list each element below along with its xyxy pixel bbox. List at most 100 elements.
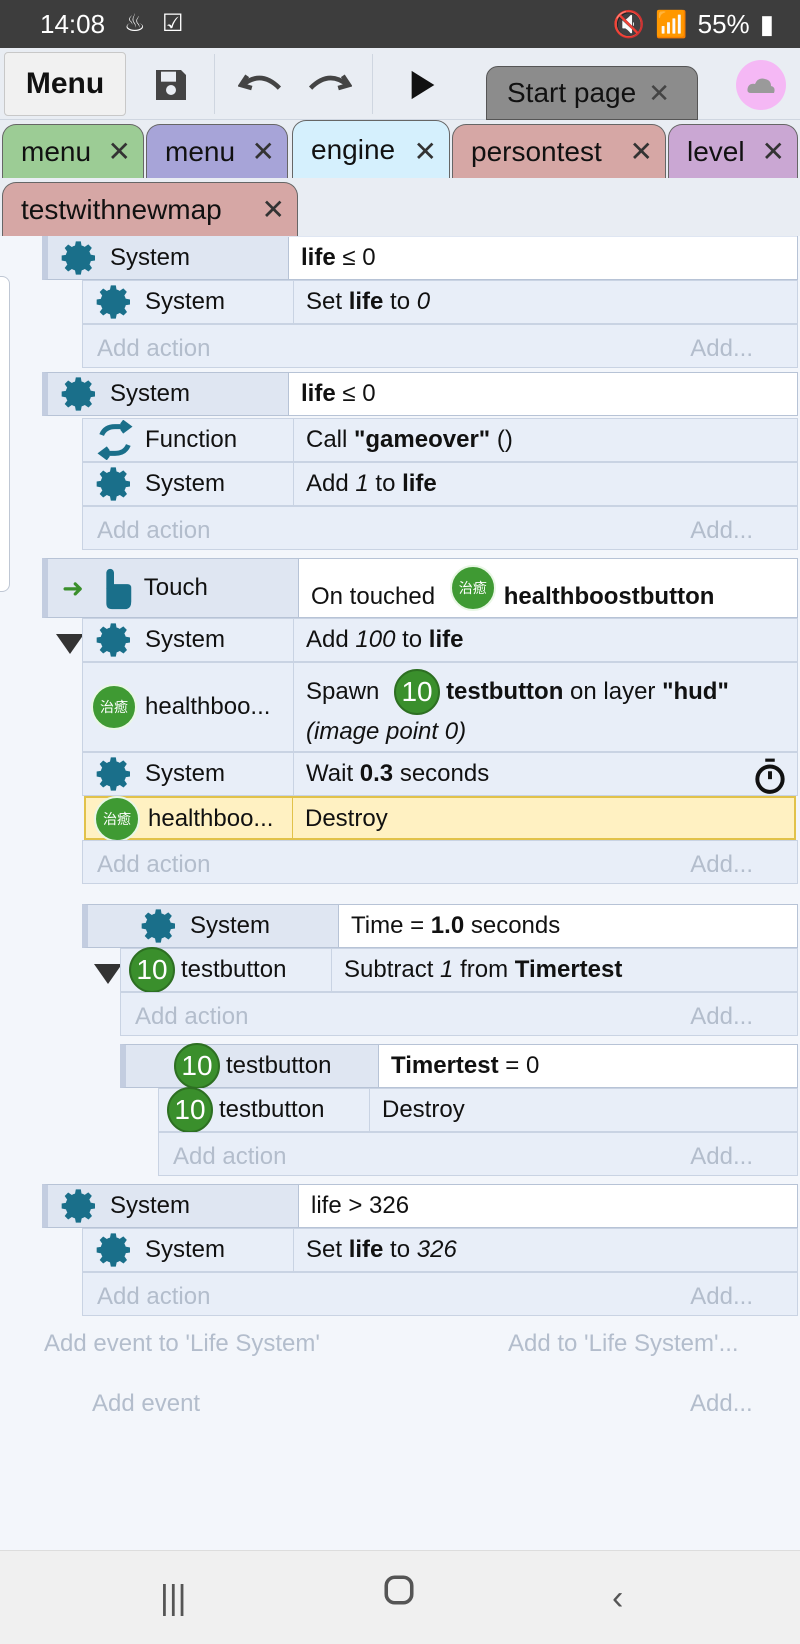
testbutton-sprite-icon: 10 (167, 1087, 213, 1133)
condition-text[interactable]: Time = 1.0 seconds (338, 905, 797, 947)
close-icon[interactable]: ✕ (413, 136, 437, 167)
subevent-condition[interactable]: 10 testbutton Timertest = 0 (120, 1043, 798, 1089)
action-text[interactable]: Add 1 to life (293, 463, 797, 505)
condition-object: System (48, 237, 288, 279)
toolbar: Menu Start page ✕ (0, 48, 800, 120)
play-icon[interactable] (396, 58, 450, 112)
system-gear-icon (61, 1189, 95, 1223)
event-action[interactable]: System Set life to 0 (82, 280, 798, 324)
testbutton-sprite-icon: 10 (174, 1043, 220, 1089)
testbutton-sprite-icon: 10 (129, 947, 175, 993)
download-check-icon: ☑ (162, 10, 184, 37)
home-icon[interactable] (382, 1573, 416, 1616)
healthboost-sprite-icon: 治癒 (91, 684, 137, 730)
condition-text[interactable]: life > 326 (298, 1185, 797, 1227)
tab-label: persontest (471, 135, 602, 167)
event-action[interactable]: System Wait 0.3 seconds (82, 752, 798, 796)
wifi-icon: 📶 (655, 9, 688, 39)
add-more-link[interactable]: Add... (690, 1390, 753, 1417)
subevent-condition[interactable]: System Time = 1.0 seconds (82, 904, 798, 948)
action-text[interactable]: Wait 0.3 seconds (293, 753, 797, 795)
timer-icon (755, 758, 785, 794)
tab-engine[interactable]: engine ✕ (292, 120, 450, 178)
close-icon[interactable]: ✕ (629, 136, 653, 167)
tab-start-page[interactable]: Start page ✕ (486, 66, 698, 120)
mute-icon: 🔇 (612, 9, 646, 39)
tab-persontest[interactable]: persontest ✕ (452, 124, 666, 178)
trigger-arrow-icon: ➜ (62, 572, 84, 603)
close-icon[interactable]: ✕ (648, 77, 670, 108)
event-action[interactable]: Function Call "gameover" () (82, 418, 798, 462)
collapse-triangle-icon[interactable] (94, 964, 122, 984)
add-to-group-link[interactable]: Add to 'Life System'... (508, 1330, 739, 1357)
document-tabs-row-2: testwithnewmap ✕ (0, 178, 800, 236)
add-event-link[interactable]: Add event (92, 1390, 201, 1417)
condition-text[interactable]: life ≤ 0 (288, 373, 797, 415)
system-gear-icon (96, 285, 130, 319)
action-text[interactable]: Call "gameover" () (293, 419, 797, 461)
system-gear-icon (61, 241, 95, 275)
redo-icon[interactable] (302, 58, 356, 112)
event-action[interactable]: System Add 1 to life (82, 462, 798, 506)
collapse-triangle-icon[interactable] (56, 634, 84, 654)
event-condition[interactable]: System life ≤ 0 (42, 236, 798, 280)
subevent-action[interactable]: 10 testbutton Destroy (158, 1087, 798, 1133)
system-gear-icon (96, 623, 130, 657)
event-action[interactable]: System Set life to 326 (82, 1228, 798, 1272)
event-condition[interactable]: System life ≤ 0 (42, 372, 798, 416)
close-icon[interactable]: ✕ (251, 136, 275, 167)
battery-icon: ▮ (759, 9, 774, 39)
action-text[interactable]: Add 100 to life (293, 619, 797, 661)
condition-text[interactable]: On touched 治癒 healthboostbutton (298, 559, 797, 617)
condition-text[interactable]: Timertest = 0 (378, 1045, 797, 1087)
cloud-icon[interactable] (736, 60, 786, 110)
close-icon[interactable]: ✕ (107, 136, 131, 167)
event-sheet[interactable]: System life ≤ 0 System Set life to 0 Add… (0, 236, 800, 1550)
close-icon[interactable]: ✕ (261, 194, 285, 225)
condition-text[interactable]: life ≤ 0 (288, 237, 797, 279)
back-icon[interactable]: ‹ (612, 1579, 624, 1617)
system-gear-icon (141, 909, 175, 943)
save-icon[interactable] (144, 58, 198, 112)
recent-apps-icon[interactable]: ||| (160, 1579, 187, 1617)
event-action-selected[interactable]: 治癒 healthboo... Destroy (84, 796, 796, 842)
add-event-to-group-link[interactable]: Add event to 'Life System' (44, 1330, 320, 1357)
sidebar-handle[interactable] (0, 276, 10, 592)
undo-icon[interactable] (234, 58, 288, 112)
tab-level[interactable]: level✕ (668, 124, 798, 178)
subevent-action[interactable]: 10 testbutton Subtract 1 from Timertest (120, 947, 798, 993)
tab-menu-2[interactable]: menu ✕ (146, 124, 288, 178)
status-time: 14:08 (40, 9, 106, 39)
event-condition-touch[interactable]: ➜ Touch On touched 治癒 healthboostbutton (42, 558, 798, 618)
event-action[interactable]: 治癒 healthboo... Spawn 10 testbutton on l… (82, 662, 798, 752)
action-text[interactable]: Destroy (292, 798, 794, 840)
healthboost-sprite-icon: 治癒 (94, 796, 140, 842)
event-action[interactable]: System Add 100 to life (82, 618, 798, 662)
healthboost-sprite-icon: 治癒 (449, 565, 496, 611)
action-text[interactable]: Set life to 326 (293, 1229, 797, 1271)
menu-button[interactable]: Menu (4, 52, 126, 116)
event-condition[interactable]: System life > 326 (42, 1184, 798, 1228)
touch-icon (106, 568, 132, 610)
tab-testwithnewmap[interactable]: testwithnewmap ✕ (2, 182, 298, 236)
system-gear-icon (96, 467, 130, 501)
tab-label: menu (165, 135, 236, 167)
tab-label: engine (311, 133, 396, 165)
system-gear-icon (61, 377, 95, 411)
action-text[interactable]: Destroy (369, 1089, 797, 1131)
tab-label: testwithnewmap (21, 193, 222, 225)
system-gear-icon (96, 1233, 130, 1267)
notification-icon: ♨ (124, 10, 146, 37)
function-icon (97, 420, 133, 460)
action-text[interactable]: Subtract 1 from Timertest (331, 949, 797, 991)
close-icon[interactable]: ✕ (761, 136, 785, 167)
action-text[interactable]: Spawn 10 testbutton on layer "hud" (imag… (293, 663, 797, 751)
action-text[interactable]: Set life to 0 (293, 281, 797, 323)
tab-menu-1[interactable]: menu✕ (2, 124, 144, 178)
